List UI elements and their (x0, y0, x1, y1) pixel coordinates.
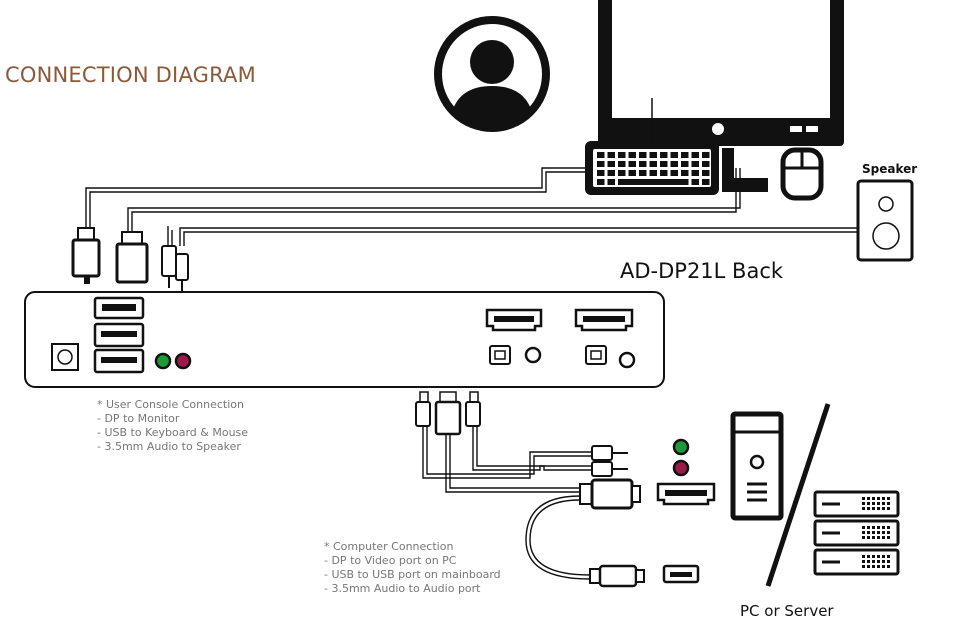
user-console-notes: * User Console Connection - DP to Monito… (97, 398, 248, 453)
audio-out-green (154, 352, 172, 370)
keyboard-key (702, 161, 710, 167)
user-icon (434, 16, 550, 132)
keyboard-key (618, 152, 626, 158)
keyboard-key (681, 170, 689, 176)
pc-label: PC or Server (740, 602, 834, 620)
keyboard-key (639, 170, 647, 176)
keyboard-key (607, 170, 615, 176)
mouse-icon (780, 147, 824, 201)
keyboard-key (670, 152, 678, 158)
note-line: * Computer Connection (324, 540, 453, 553)
computer-notes: * Computer Connection - DP to Video port… (324, 540, 501, 595)
keyboard-key (597, 170, 605, 176)
keyboard-key (628, 152, 636, 158)
keyboard-key (639, 161, 647, 167)
keyboard-key (691, 161, 699, 167)
audio-in-pink (174, 352, 192, 370)
keyboard-key (681, 161, 689, 167)
keyboard-icon (585, 98, 719, 195)
note-line: - DP to Video port on PC (324, 554, 457, 567)
server-unit (813, 548, 900, 576)
pc-ports (656, 438, 716, 584)
console-cables (85, 167, 858, 246)
keyboard-key (649, 170, 657, 176)
console-usb-ports (93, 322, 145, 374)
diagram-title: CONNECTION DIAGRAM (5, 63, 256, 87)
note-line: - 3.5mm Audio to Speaker (97, 440, 241, 453)
console-dp-port (93, 296, 145, 320)
keyboard-key (670, 170, 678, 176)
keyboard-key (649, 152, 657, 158)
pc1-ports (485, 308, 543, 365)
keyboard-key (618, 161, 626, 167)
computer-cable (415, 391, 645, 588)
note-line: - USB to USB port on mainboard (324, 568, 501, 581)
keyboard-key (607, 179, 615, 185)
note-line: - 3.5mm Audio to Audio port (324, 582, 481, 595)
device-label: AD-DP21L Back (620, 259, 784, 283)
keyboard-key (691, 179, 699, 185)
keyboard-key (660, 170, 668, 176)
keyboard-key (597, 161, 605, 167)
keyboard-key (628, 170, 636, 176)
server-unit (813, 519, 900, 547)
keyboard-key (702, 152, 710, 158)
keyboard-key (649, 161, 657, 167)
keyboard-key (618, 179, 689, 185)
note-line: - USB to Keyboard & Mouse (97, 426, 248, 439)
note-line: - DP to Monitor (97, 412, 180, 425)
keyboard-key (618, 170, 626, 176)
pc2-ports (574, 308, 636, 369)
keyboard-key (702, 170, 710, 176)
speaker-label: Speaker (862, 162, 917, 176)
keyboard-key (639, 152, 647, 158)
kvm-back-panel (24, 291, 665, 388)
keyboard-key (660, 152, 668, 158)
keyboard-key (660, 161, 668, 167)
keyboard-key (597, 179, 605, 185)
keyboard-key (702, 179, 710, 185)
keyboard-key (691, 170, 699, 176)
server-unit (813, 490, 900, 518)
keyboard-key (597, 152, 605, 158)
keyboard-key (681, 152, 689, 158)
note-line: * User Console Connection (97, 398, 244, 411)
keyboard-key (670, 161, 678, 167)
keyboard-key (607, 161, 615, 167)
or-divider (765, 403, 831, 587)
power-jack-icon (51, 343, 79, 371)
monitor-icon (598, 0, 844, 192)
console-plugs (71, 227, 189, 292)
keyboard-key (607, 152, 615, 158)
pc-tower-icon (730, 411, 784, 521)
keyboard-key (691, 152, 699, 158)
keyboard-key (628, 161, 636, 167)
speaker-icon (856, 179, 914, 262)
server-rack-icon (813, 490, 900, 576)
